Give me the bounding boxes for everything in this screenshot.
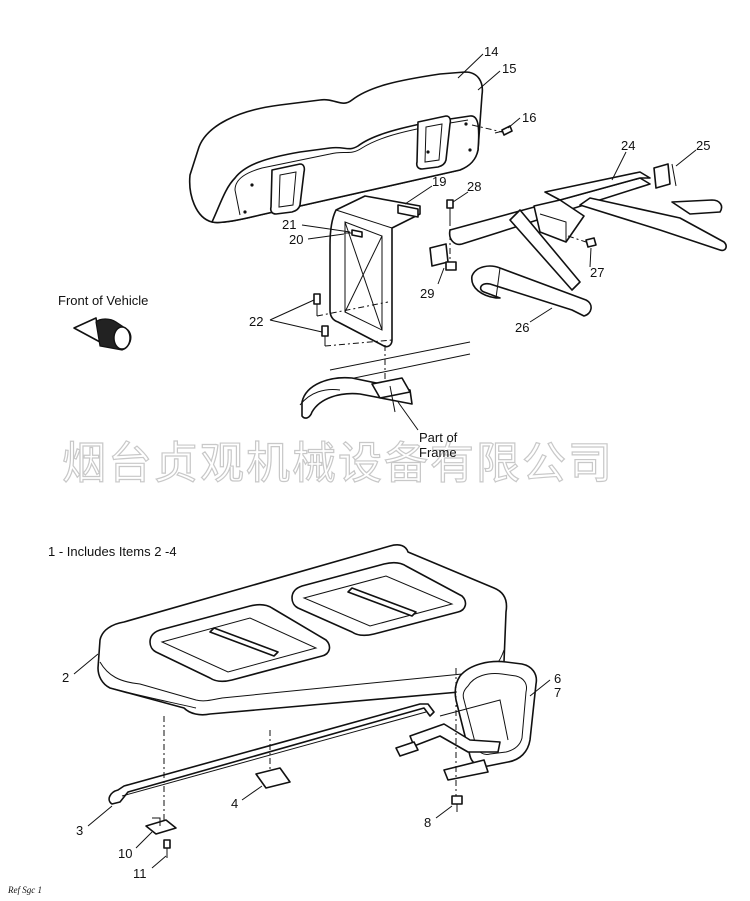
watermark-text: 烟台贞观机械设备有限公司 — [62, 438, 614, 489]
callout-29: 29 — [420, 286, 434, 301]
pad-4 — [255, 767, 291, 789]
clip-10 — [145, 817, 177, 835]
callout-26: 26 — [515, 320, 529, 335]
callout-4: 4 — [231, 796, 238, 811]
part-of-frame-label-line2: Frame — [419, 445, 457, 460]
ref-code: Ref Sgc 1 — [7, 885, 42, 895]
callout-2: 2 — [62, 670, 69, 685]
seat-back-assembly — [73, 71, 727, 419]
seat-support-bracket — [395, 660, 538, 781]
part-of-frame — [299, 341, 471, 419]
front-of-vehicle-arrow-icon — [73, 317, 132, 351]
seat-support-rod — [108, 703, 435, 805]
callout-11: 11 — [133, 866, 147, 881]
bracket-25 — [653, 163, 677, 189]
seat-bottom-assembly: 1 - Includes Items 2 -4 — [48, 544, 538, 858]
callout-3: 3 — [76, 823, 83, 838]
callout-24: 24 — [621, 138, 635, 153]
lower-callouts: 2 3 4 6 7 8 10 11 Ref Sgc 1 — [7, 653, 561, 895]
callout-16: 16 — [522, 110, 536, 125]
bolt-20-21 — [344, 229, 363, 238]
callout-22: 22 — [249, 314, 263, 329]
screw-16 — [494, 125, 513, 136]
upper-callouts: 14 15 16 19 21 20 22 24 25 27 28 29 26 P… — [58, 44, 710, 460]
callout-19: 19 — [432, 174, 446, 189]
clamp-29 — [429, 243, 457, 271]
part-of-frame-label-line1: Part of — [419, 430, 458, 445]
callout-25: 25 — [696, 138, 710, 153]
screw-27 — [585, 237, 597, 248]
callout-6: 6 — [554, 671, 561, 686]
seat-back-support-26 — [471, 265, 592, 317]
seat-back-cushion — [188, 71, 484, 224]
callout-27: 27 — [590, 265, 604, 280]
screw-11 — [163, 839, 171, 858]
includes-note: 1 - Includes Items 2 -4 — [48, 544, 177, 559]
callout-14: 14 — [484, 44, 498, 59]
seat-back-hanger-bracket — [448, 171, 727, 291]
seat-bottom-cushion — [97, 544, 508, 716]
callout-21: 21 — [282, 217, 296, 232]
screw-28 — [446, 199, 454, 220]
bolts-22 — [313, 293, 329, 346]
screw-8 — [451, 795, 463, 812]
callout-15: 15 — [502, 61, 516, 76]
callout-8: 8 — [424, 815, 431, 830]
callout-20: 20 — [289, 232, 303, 247]
callout-10: 10 — [118, 846, 132, 861]
seat-back-support-bracket — [329, 195, 421, 348]
front-of-vehicle-label: Front of Vehicle — [58, 293, 148, 308]
callout-7: 7 — [554, 685, 561, 700]
callout-28: 28 — [467, 179, 481, 194]
